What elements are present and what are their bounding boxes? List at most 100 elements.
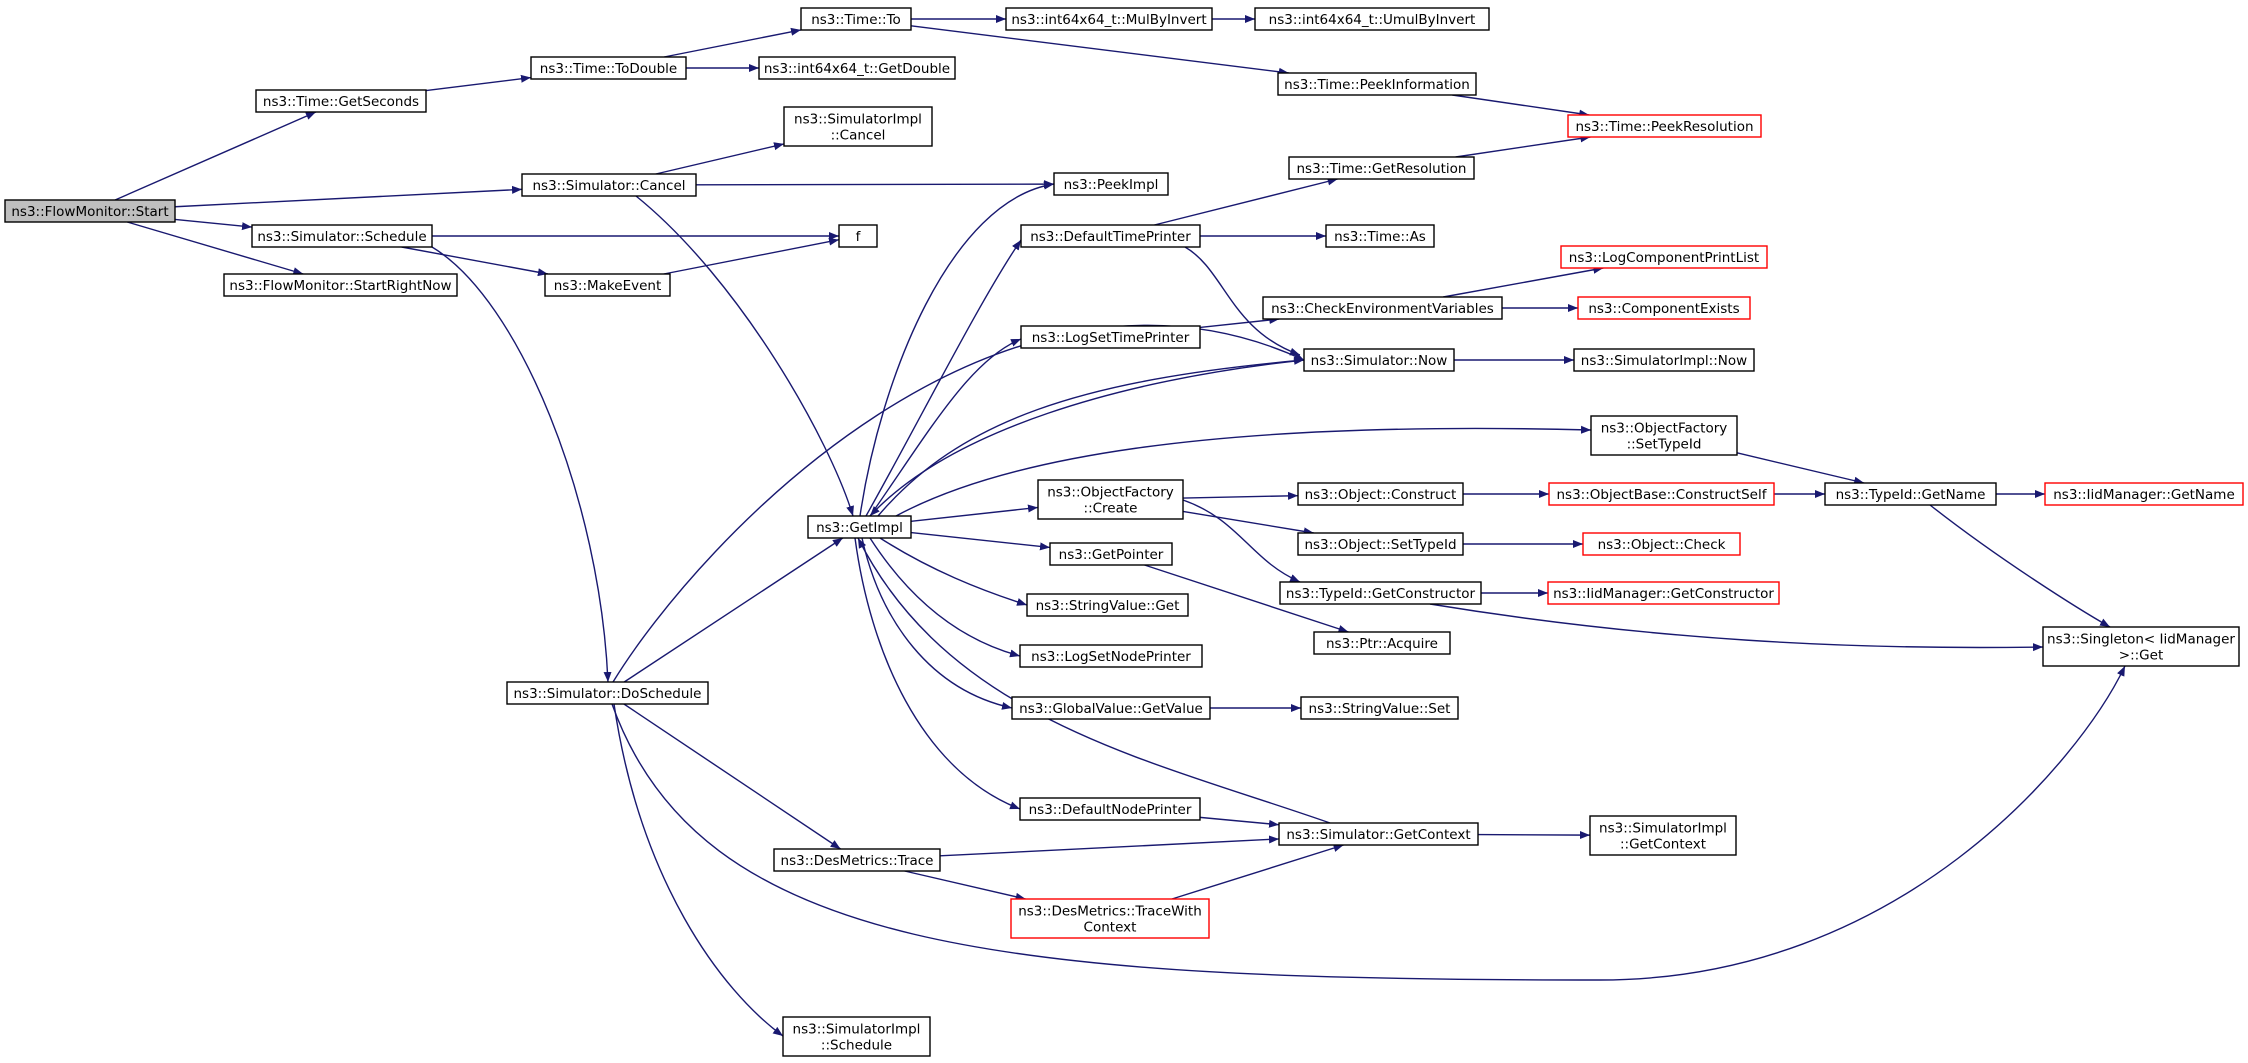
node-schedule[interactable]: ns3::Simulator::Schedule: [251, 224, 433, 248]
node-peekinformation[interactable]: ns3::Time::PeekInformation: [1277, 72, 1477, 96]
node-label: ns3::DesMetrics::Trace: [781, 853, 934, 869]
node-strvalset[interactable]: ns3::StringValue::Set: [1300, 696, 1459, 720]
node-label: ns3::ObjectBase::ConstructSelf: [1557, 487, 1768, 503]
node-getseconds[interactable]: ns3::Time::GetSeconds: [255, 89, 427, 113]
edge-simnow-to-getimpl: [869, 359, 1305, 517]
node-deftimeprinter[interactable]: ns3::DefaultTimePrinter: [1020, 224, 1201, 248]
node-box: [506, 681, 709, 705]
node-label: ns3::ObjectFactory: [1601, 421, 1728, 437]
node-logsettimeprinter[interactable]: ns3::LogSetTimePrinter: [1020, 325, 1201, 349]
edge-start-to-schedule: [174, 218, 253, 231]
node-start[interactable]: ns3::FlowMonitor::Start: [4, 199, 176, 223]
node-simnow[interactable]: ns3::Simulator::Now: [1303, 348, 1455, 372]
node-f[interactable]: f: [838, 224, 878, 248]
node-box: [2044, 482, 2244, 506]
node-startrightnow[interactable]: ns3::FlowMonitor::StartRightNow: [223, 273, 458, 297]
node-simcancel[interactable]: ns3::Simulator::Cancel: [521, 173, 697, 197]
node-label: ns3::LogComponentPrintList: [1569, 250, 1759, 266]
node-implgetcontext[interactable]: ns3::SimulatorImpl::GetContext: [1589, 815, 1737, 856]
node-makeevent[interactable]: ns3::MakeEvent: [544, 273, 671, 297]
node-doschedule[interactable]: ns3::Simulator::DoSchedule: [506, 681, 709, 705]
edge-doschedule-to-singleton: [611, 665, 2126, 981]
node-peekimpl[interactable]: ns3::PeekImpl: [1053, 172, 1169, 196]
node-desmetricstrace[interactable]: ns3::DesMetrics::Trace: [773, 848, 941, 872]
node-box: [1590, 415, 1738, 456]
node-label: ns3::CheckEnvironmentVariables: [1271, 301, 1494, 317]
edge-typeidgetname-to-singleton: [1929, 504, 2111, 628]
node-objconstruct[interactable]: ns3::Object::Construct: [1297, 482, 1464, 506]
node-ofsettypeid[interactable]: ns3::ObjectFactory::SetTypeId: [1590, 415, 1738, 456]
node-label: ns3::GetPointer: [1059, 547, 1164, 563]
node-getconstructor[interactable]: ns3::TypeId::GetConstructor: [1279, 581, 1482, 605]
node-box: [1262, 296, 1503, 320]
node-defnodeprinter[interactable]: ns3::DefaultNodePrinter: [1019, 797, 1201, 821]
node-label: ns3::Simulator::GetContext: [1286, 827, 1470, 843]
edge-desmetricstrace-to-simgetcontext: [939, 835, 1280, 857]
edge-getimpl-to-ofsettypeid: [895, 425, 1592, 517]
node-label: ns3::PeekImpl: [1064, 177, 1159, 193]
node-label: ns3::StringValue::Set: [1309, 701, 1451, 717]
node-objcheck[interactable]: ns3::Object::Check: [1582, 532, 1741, 556]
node-box: [1020, 325, 1201, 349]
node-box: [782, 1016, 931, 1057]
node-peekresolution[interactable]: ns3::Time::PeekResolution: [1567, 114, 1762, 138]
node-label: ns3::Singleton< IidManager: [2047, 632, 2235, 648]
node-timeas[interactable]: ns3::Time::As: [1325, 224, 1435, 248]
node-objsettypeid[interactable]: ns3::Object::SetTypeId: [1297, 532, 1464, 556]
edge-getconstructor-to-singleton: [1429, 603, 2044, 652]
node-simgetcontext[interactable]: ns3::Simulator::GetContext: [1278, 822, 1479, 846]
node-checkenv[interactable]: ns3::CheckEnvironmentVariables: [1262, 296, 1503, 320]
edge-tracewithcontext-to-simgetcontext: [1171, 844, 1344, 900]
node-label: ns3::Object::Check: [1598, 537, 1726, 553]
node-box: [1573, 348, 1755, 372]
node-compexists[interactable]: ns3::ComponentExists: [1577, 296, 1751, 320]
node-to[interactable]: ns3::Time::To: [800, 7, 912, 31]
node-gvgetvalue[interactable]: ns3::GlobalValue::GetValue: [1011, 696, 1211, 720]
node-box: [2042, 626, 2240, 667]
node-getdouble[interactable]: ns3::int64x64_t::GetDouble: [758, 56, 956, 80]
node-logsetnodeprinter[interactable]: ns3::LogSetNodePrinter: [1019, 644, 1203, 668]
node-ptracquire[interactable]: ns3::Ptr::Acquire: [1313, 631, 1451, 655]
node-mulbyinvert[interactable]: ns3::int64x64_t::MulByInvert: [1005, 7, 1213, 31]
node-getimpl[interactable]: ns3::GetImpl: [807, 515, 912, 539]
edge-start-to-simcancel: [174, 185, 523, 208]
node-iidgetname[interactable]: ns3::IidManager::GetName: [2044, 482, 2244, 506]
node-implcancel[interactable]: ns3::SimulatorImpl::Cancel: [783, 106, 933, 147]
node-singleton[interactable]: ns3::Singleton< IidManager>::Get: [2042, 626, 2240, 667]
nodes-layer: ns3::FlowMonitor::Start ns3::Time::GetSec…: [4, 7, 2244, 1057]
node-box: [1278, 822, 1479, 846]
edge-makeevent-to-f: [663, 237, 840, 275]
edge-getimpl-to-logsettimeprinter: [869, 338, 1022, 517]
node-box: [1547, 581, 1780, 605]
edge-simgetcontext-to-implgetcontext: [1477, 831, 1591, 840]
node-ofcreate[interactable]: ns3::ObjectFactory::Create: [1037, 479, 1184, 520]
node-logcompprintlist[interactable]: ns3::LogComponentPrintList: [1560, 245, 1768, 269]
node-constructself[interactable]: ns3::ObjectBase::ConstructSelf: [1548, 482, 1775, 506]
node-umulbyinvert[interactable]: ns3::int64x64_t::UmulByInvert: [1254, 7, 1490, 31]
node-label: ns3::GetImpl: [816, 520, 903, 536]
node-label: ns3::Ptr::Acquire: [1326, 636, 1438, 652]
node-label: f: [856, 229, 862, 245]
edge-getimpl-to-simnow: [877, 356, 1305, 517]
node-strvalget[interactable]: ns3::StringValue::Get: [1026, 593, 1189, 617]
node-box: [223, 273, 458, 297]
node-label: ::Cancel: [831, 128, 886, 144]
node-implschedule[interactable]: ns3::SimulatorImpl::Schedule: [782, 1016, 931, 1057]
node-label: ns3::DefaultNodePrinter: [1029, 802, 1192, 818]
node-box: [758, 56, 956, 80]
edge-getseconds-to-todouble: [425, 74, 532, 92]
node-label: ns3::SimulatorImpl::Now: [1581, 353, 1747, 369]
node-box: [1277, 72, 1477, 96]
node-gettimeres[interactable]: ns3::Time::GetResolution: [1288, 156, 1475, 180]
node-todouble[interactable]: ns3::Time::ToDouble: [530, 56, 687, 80]
node-iidgetconstructor[interactable]: ns3::IidManager::GetConstructor: [1547, 581, 1780, 605]
node-typeidgetname[interactable]: ns3::TypeId::GetName: [1824, 482, 1997, 506]
node-box: [1548, 482, 1775, 506]
edge-simgetcontext-to-getimpl: [857, 537, 1331, 824]
node-box: [800, 7, 912, 31]
node-label: ns3::Simulator::Cancel: [532, 178, 685, 194]
node-label: ns3::SimulatorImpl: [793, 1022, 921, 1038]
node-implnow[interactable]: ns3::SimulatorImpl::Now: [1573, 348, 1755, 372]
node-getpointer[interactable]: ns3::GetPointer: [1049, 542, 1173, 566]
